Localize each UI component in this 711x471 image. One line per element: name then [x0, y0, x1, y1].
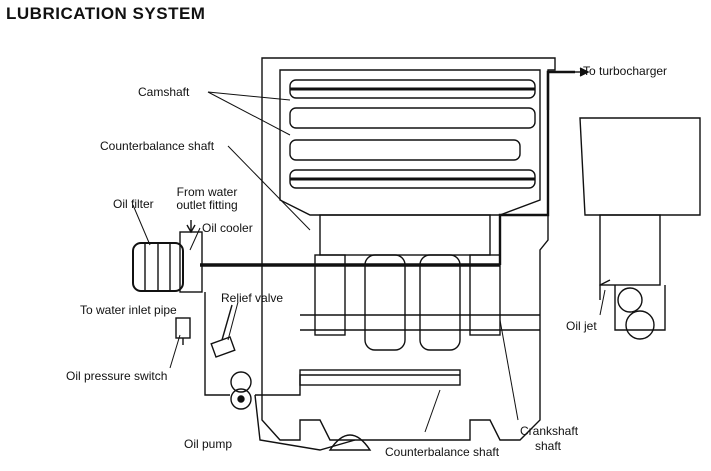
from-water-outlet-label: From water outlet fitting [162, 186, 252, 212]
camshaft-row-2 [289, 107, 536, 129]
relief-valve-label: Relief valve [221, 291, 284, 305]
counterbalance-shaft-lower [299, 369, 461, 386]
oil-pump-label: Oil pump [184, 437, 233, 451]
engine-block-outline [261, 57, 556, 441]
oil-strainer [328, 434, 372, 451]
crankshaft-label-line-2: shaft [535, 439, 562, 453]
main-bearing-block [319, 214, 491, 256]
relief-valve-part [210, 304, 236, 358]
camshaft-lower [289, 169, 536, 189]
water-inlet-pipe-label: To water inlet pipe [80, 303, 177, 317]
from-water-line-2: outlet fitting [176, 198, 238, 212]
crank-web-4 [469, 254, 501, 336]
cylinder-head-outline [279, 69, 541, 216]
oil-cooler-label: Oil cooler [202, 221, 253, 235]
camshaft-upper [289, 79, 536, 99]
counterbalance-shaft-top-label: Counterbalance shaft [100, 139, 215, 153]
crank-web-3 [419, 254, 461, 351]
diagram-title: LUBRICATION SYSTEM [6, 4, 206, 23]
from-water-line-1: From water [176, 185, 238, 199]
camshaft-label: Camshaft [138, 85, 190, 99]
leader-lines [132, 91, 606, 433]
counterbalance-shaft-bottom-label: Counterbalance shaft [385, 445, 500, 459]
oil-line-turbo [546, 70, 575, 110]
crankshaft-label: Crankshaft [520, 424, 579, 438]
oil-pressure-switch-part [175, 317, 191, 345]
oil-jet-label: Oil jet [566, 319, 597, 333]
turbocharger-label: To turbocharger [583, 64, 668, 78]
oil-filter-label: Oil filter [113, 197, 154, 211]
oil-pressure-switch-label: Oil pressure switch [66, 369, 168, 383]
oil-riser [498, 110, 550, 265]
crank-web-2 [364, 254, 406, 351]
piston-cutaway [579, 117, 701, 340]
oil-filter [132, 242, 184, 292]
crank-web-1 [314, 254, 346, 336]
camshaft-row-3 [289, 139, 521, 161]
suction-line [204, 300, 460, 451]
oil-pump-part [230, 371, 252, 410]
